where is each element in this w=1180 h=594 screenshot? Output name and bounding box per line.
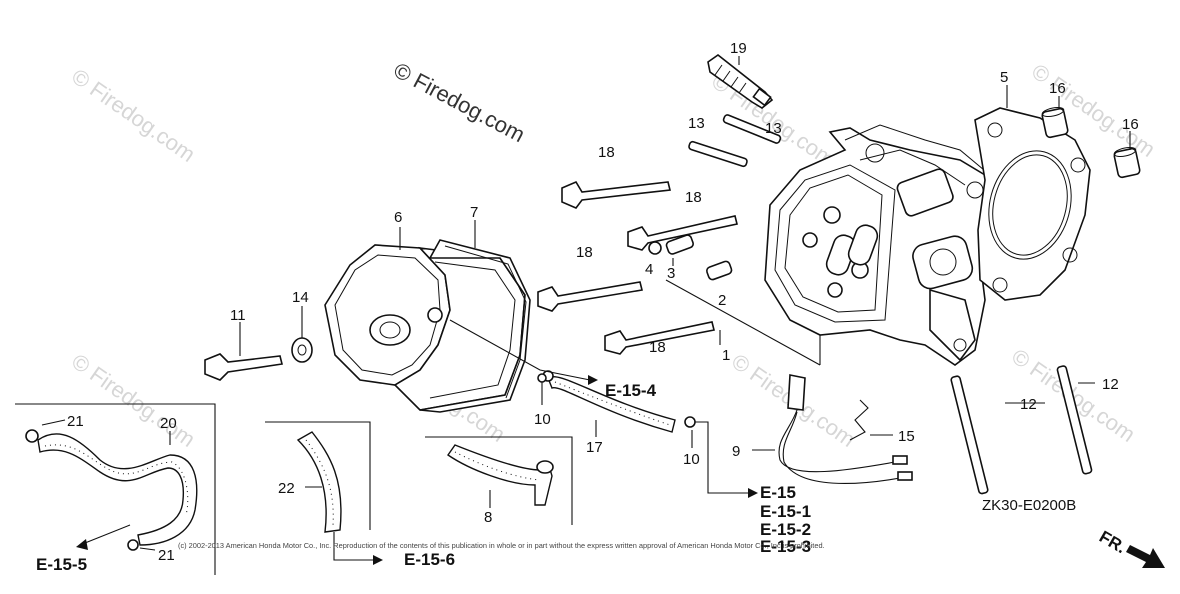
callout-11: 11 xyxy=(230,307,246,324)
oil-sensor xyxy=(778,374,913,485)
sub-boxes xyxy=(15,403,573,575)
callout-13: 13 xyxy=(765,120,782,137)
ref-e-15-3: E-15-3 xyxy=(760,537,811,556)
dowel-pins xyxy=(1041,106,1141,179)
clamp-10 xyxy=(684,416,696,428)
callout-17: 17 xyxy=(586,439,603,456)
watermark-faint: © Firedog.com xyxy=(67,64,200,167)
watermark-main: © Firedog.com xyxy=(390,57,529,147)
ref-e-15-6: E-15-6 xyxy=(404,550,455,569)
watermark-faint: © Firedog.com xyxy=(67,349,200,452)
head-cover-gasket xyxy=(419,239,531,413)
ref-e-15-4: E-15-4 xyxy=(605,381,657,400)
callout-18: 18 xyxy=(598,144,615,161)
clamp-10 xyxy=(537,373,547,383)
callout-4: 4 xyxy=(645,261,653,278)
cylinder-head xyxy=(764,124,991,366)
callout-13: 13 xyxy=(688,115,705,132)
callout-20: 20 xyxy=(160,415,177,432)
front-label: FR. xyxy=(1096,527,1129,557)
arrowheads xyxy=(76,375,758,565)
ref-e-15-5: E-15-5 xyxy=(36,555,87,574)
callout-12: 12 xyxy=(1102,376,1119,393)
head-gasket xyxy=(974,107,1091,301)
callout-14: 14 xyxy=(292,289,309,306)
spark-plug xyxy=(707,54,774,109)
callout-8: 8 xyxy=(484,509,492,526)
front-arrow xyxy=(1126,545,1165,568)
callout-18: 18 xyxy=(685,189,702,206)
diagram-code: ZK30-E0200B xyxy=(982,497,1076,514)
hose-22 xyxy=(296,431,342,533)
callout-16: 16 xyxy=(1049,80,1066,97)
callout-numbers: 1 2 3 4 5 6 7 8 9 10 10 11 12 12 13 13 1… xyxy=(67,40,1139,564)
small-parts xyxy=(648,234,733,281)
ref-e-15: E-15 xyxy=(760,483,796,502)
clip-15 xyxy=(849,399,869,441)
bolts-18 xyxy=(537,180,738,355)
hose-8 xyxy=(447,444,554,506)
ref-e-15-2: E-15-2 xyxy=(760,520,811,539)
callout-18: 18 xyxy=(649,339,666,356)
callout-10: 10 xyxy=(534,411,551,428)
callout-2: 2 xyxy=(718,292,726,309)
callout-10: 10 xyxy=(683,451,700,468)
callout-19: 19 xyxy=(730,40,747,57)
callout-16: 16 xyxy=(1122,116,1139,133)
callout-9: 9 xyxy=(732,443,740,460)
hose-20 xyxy=(25,429,198,551)
callout-21: 21 xyxy=(67,413,84,430)
callout-18: 18 xyxy=(576,244,593,261)
callout-6: 6 xyxy=(394,209,402,226)
ref-e-15-1: E-15-1 xyxy=(760,502,811,521)
studs-13 xyxy=(688,114,782,168)
bolt-11 xyxy=(204,337,313,381)
callout-7: 7 xyxy=(470,204,478,221)
callout-1: 1 xyxy=(722,347,730,364)
callout-12: 12 xyxy=(1020,396,1037,413)
callout-22: 22 xyxy=(278,480,295,497)
callout-21: 21 xyxy=(158,547,175,564)
studs-12 xyxy=(950,365,1093,495)
copyright-notice: (c) 2002-2013 American Honda Motor Co., … xyxy=(178,541,825,550)
reference-labels: E-15-4 E-15-5 E-15-6 E-15 E-15-1 E-15-2 … xyxy=(36,381,811,574)
head-cover xyxy=(324,244,526,411)
callout-3: 3 xyxy=(667,265,675,282)
callout-5: 5 xyxy=(1000,69,1008,86)
leader-lines xyxy=(41,56,1131,561)
callout-15: 15 xyxy=(898,428,915,445)
